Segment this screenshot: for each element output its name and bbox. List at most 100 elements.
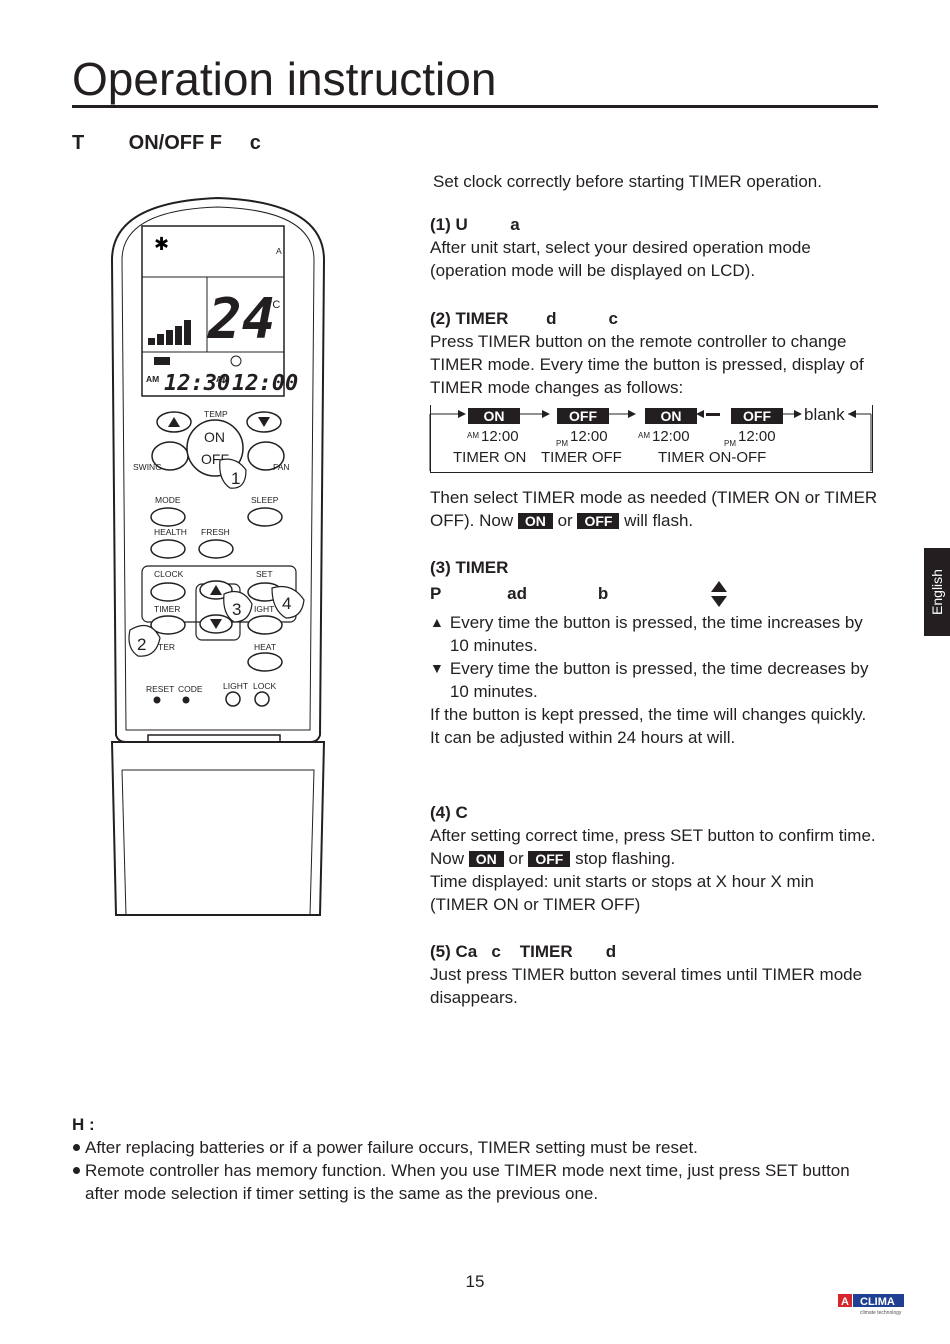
flow-caption-2: TIMER OFF — [541, 449, 622, 466]
lock-label: LOCK — [253, 681, 276, 691]
code-label: CODE — [178, 684, 203, 694]
temp-label: TEMP — [204, 409, 228, 419]
flow-tag-3: ON — [645, 408, 697, 424]
reset-button[interactable] — [153, 696, 161, 704]
title-divider — [72, 105, 878, 108]
lcd-clock1-ampm: AM — [146, 374, 159, 384]
lock-button[interactable] — [254, 691, 270, 707]
mode-button[interactable] — [150, 507, 186, 527]
clock-icon — [230, 355, 242, 367]
light-label: LIGHT — [223, 681, 248, 691]
tag-on-2: ON — [468, 851, 504, 867]
flow-time1-ampm: AM — [467, 431, 479, 440]
language-side-tab: English — [924, 548, 950, 636]
callout-3: 3 — [223, 591, 253, 623]
snowflake-icon: ✱ — [154, 234, 169, 254]
svg-text:1: 1 — [231, 469, 240, 488]
step4-line2: Time displayed: unit starts or stops at … — [430, 872, 814, 891]
flow-time2-ampm: PM — [556, 439, 568, 448]
filter-partial-label: TER — [158, 642, 175, 652]
up-triangle-icon: ▲ — [430, 614, 444, 630]
light-button[interactable] — [225, 691, 241, 707]
swing-label: SWING — [133, 462, 162, 472]
timer-label: TIMER — [154, 604, 180, 614]
reset-label: RESET — [146, 684, 174, 694]
step2-followup: Then select TIMER mode as needed (TIMER … — [430, 488, 878, 530]
section-title: T ON/OFF F c — [72, 132, 261, 154]
clock-label: CLOCK — [154, 569, 184, 579]
step2-heading: (2) TIMER d c — [430, 309, 618, 328]
sleep-label: SLEEP — [251, 495, 279, 505]
up-arrow-item: ▲ Every time the button is pressed, the … — [430, 613, 863, 655]
svg-text:2: 2 — [137, 635, 146, 654]
flow-caption-3: TIMER ON-OFF — [658, 449, 767, 466]
health-label: HEALTH — [154, 527, 187, 537]
remote-slide-cover — [110, 734, 326, 916]
callout-4: 4 — [271, 585, 305, 619]
notes-heading: H : — [72, 1115, 95, 1134]
step3-subheading: P ad b — [430, 584, 609, 603]
mode-label: MODE — [155, 495, 181, 505]
svg-text:3: 3 — [232, 600, 241, 619]
flow-tag-4: OFF — [731, 408, 783, 424]
tag-off-2: OFF — [528, 851, 571, 867]
clock-button[interactable] — [150, 582, 186, 602]
temp-up-button[interactable] — [156, 411, 192, 433]
step1-body: After unit start, select your desired op… — [430, 238, 811, 280]
range-text: It can be adjusted within 24 hours at wi… — [430, 728, 736, 747]
callout-2: 2 — [128, 624, 161, 657]
svg-text:CLIMA: CLIMA — [860, 1296, 895, 1308]
lcd-temp-unit: °C — [268, 299, 280, 311]
lcd-clock2-ampm: AM — [216, 374, 229, 384]
step4-body: After setting correct time, press SET bu… — [430, 826, 876, 868]
flow-time3: 12:00 — [652, 428, 690, 445]
sleep-button[interactable] — [247, 507, 283, 527]
note-item: Remote controller has memory function. W… — [72, 1159, 878, 1205]
step5-body: Just press TIMER button several times un… — [430, 965, 863, 1007]
battery-icon — [154, 357, 170, 365]
svg-text:A: A — [841, 1296, 849, 1308]
lcd-screen: ✱ A 24 °C AM 12:30 AM 12:00 — [141, 225, 298, 397]
flow-caption-1: TIMER ON — [453, 449, 527, 466]
lcd-temperature: 24 — [207, 287, 275, 352]
svg-text:climate technology: climate technology — [860, 1310, 902, 1316]
fresh-button[interactable] — [198, 539, 234, 559]
remote-controller-illustration: ✱ A 24 °C AM 12:30 AM 12:00 TEMP ON OFF … — [110, 196, 326, 916]
heat-label: HEAT — [254, 642, 276, 652]
flow-time3-ampm: AM — [638, 431, 650, 440]
note-item: After replacing batteries or if a power … — [72, 1136, 878, 1159]
flow-tag-1: ON — [468, 408, 520, 424]
step1-heading: (1) U a — [430, 215, 520, 234]
fresh-label: FRESH — [201, 527, 230, 537]
step2-body: Press TIMER button on the remote control… — [430, 332, 864, 397]
step5-heading: (5) Ca c TIMER d — [430, 942, 617, 961]
down-triangle-icon: ▼ — [430, 660, 444, 676]
flow-time1: 12:00 — [481, 428, 519, 445]
heat-button[interactable] — [247, 652, 283, 672]
timer-button[interactable] — [150, 615, 186, 635]
down-arrow-item: ▼ Every time the button is pressed, the … — [430, 659, 869, 701]
fan-button[interactable] — [247, 441, 285, 471]
lcd-corner-label: A — [276, 246, 282, 256]
flow-tag-2: OFF — [557, 408, 609, 424]
tag-off: OFF — [577, 513, 620, 529]
time-down-button[interactable] — [199, 614, 233, 634]
fan-label: FAN — [273, 462, 290, 472]
brand-logo: A CLIMA climate technology — [838, 1294, 904, 1316]
fan-speed-bars-icon — [148, 320, 191, 345]
temp-down-button[interactable] — [246, 411, 282, 433]
light-partial-button[interactable] — [247, 615, 283, 635]
code-button[interactable] — [182, 696, 190, 704]
flow-time4: 12:00 — [738, 428, 776, 445]
flow-time2: 12:00 — [570, 428, 608, 445]
set-label: SET — [256, 569, 273, 579]
timer-mode-cycle-diagram — [429, 410, 872, 471]
hold-text: If the button is kept pressed, the time … — [430, 705, 867, 724]
step4-line3: (TIMER ON or TIMER OFF) — [430, 895, 641, 914]
step3-heading: (3) TIMER — [430, 558, 509, 577]
health-button[interactable] — [150, 539, 186, 559]
page-number: 15 — [465, 1272, 485, 1291]
callout-1: 1 — [219, 458, 247, 489]
step4-heading: (4) C — [430, 803, 468, 822]
on-label: ON — [204, 429, 225, 445]
